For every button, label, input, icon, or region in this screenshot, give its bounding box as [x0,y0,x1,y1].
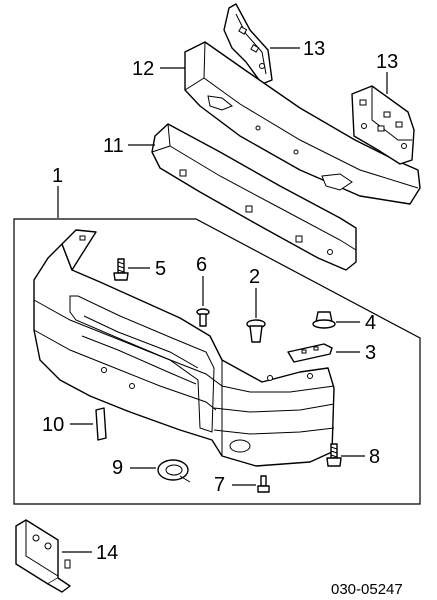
callout-10: 10 [42,414,64,436]
part-13-right-bracket [351,85,415,165]
part-8-bolt [326,443,342,467]
callout-14: 14 [96,542,118,564]
part-5-screw [113,258,129,281]
callout-3: 3 [365,342,376,364]
callout-7: 7 [214,474,225,496]
part-9-fog-cover [157,459,191,483]
callout-5: 5 [155,258,166,280]
assembly-frame [13,218,421,505]
callout-6: 6 [196,254,207,276]
callout-13a: 13 [303,38,325,60]
callout-11: 11 [103,135,124,157]
part-13-upper-bracket [223,3,273,85]
callout-12: 12 [132,58,154,80]
diagram-code: 030-05247 [331,581,403,598]
part-7-screw [257,475,270,493]
callout-4: 4 [365,312,376,334]
part-12-reinforcement [184,41,421,205]
part-14-bracket [15,519,71,593]
part-10-reflector [95,407,107,441]
callout-2: 2 [249,266,260,288]
callout-9: 9 [112,457,123,479]
callout-13b: 13 [376,51,398,73]
part-11-absorber [151,123,357,271]
callout-8: 8 [369,446,380,468]
part-4-retainer [312,311,336,329]
part-6-pin [196,308,210,327]
part-1-bumper-cover [33,229,335,467]
part-3-bracket [287,343,333,363]
part-2-clip [246,319,266,343]
callout-1: 1 [52,165,63,187]
